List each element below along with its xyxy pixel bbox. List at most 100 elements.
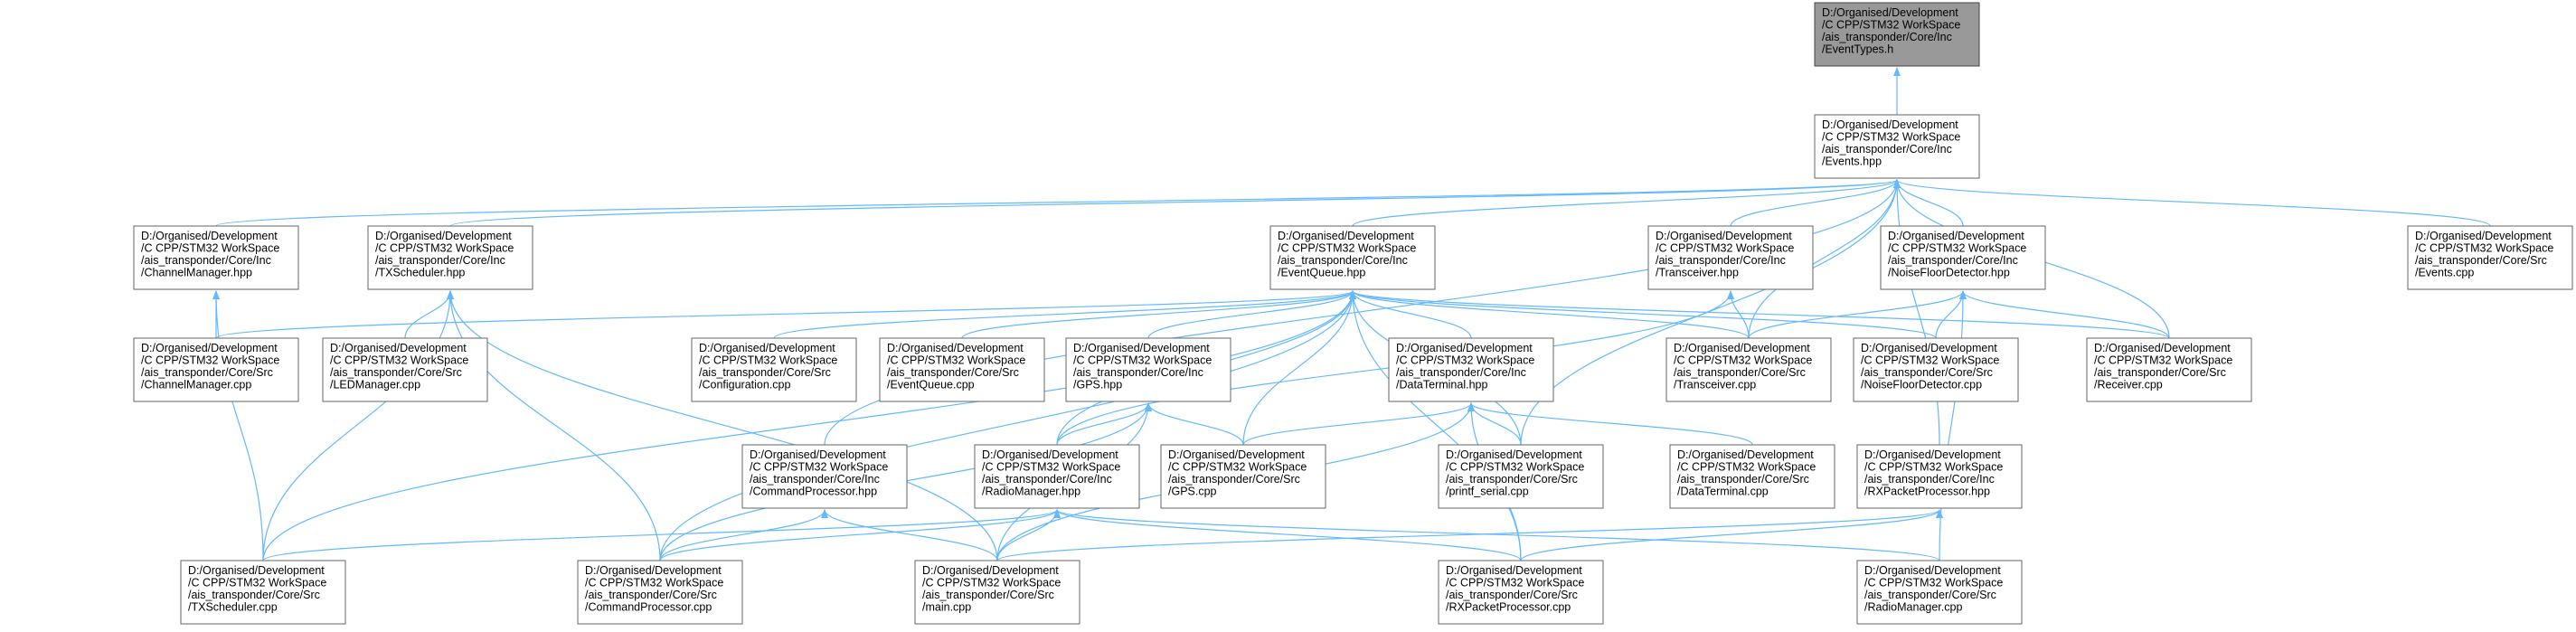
- edge-txscheduler_cpp-to-channelmanager_hpp: [212, 290, 264, 561]
- node-label-line: /C CPP/STM32 WorkSpace: [2094, 354, 2232, 367]
- node-ledmanager_cpp[interactable]: D:/Organised/Development/C CPP/STM32 Wor…: [322, 337, 488, 402]
- edge-transceiver_cpp-to-noisefloordetector_hpp: [1748, 290, 1967, 339]
- node-label-line: /GPS.cpp: [1168, 486, 1217, 498]
- node-label-line: D:/Organised/Development: [699, 342, 835, 354]
- edge-configuration_cpp-to-eventqueue_hpp: [773, 290, 1356, 339]
- node-receiver_cpp[interactable]: D:/Organised/Development/C CPP/STM32 Wor…: [2086, 337, 2252, 402]
- node-label-line: /ais_transponder/Core/Inc: [1888, 254, 2018, 267]
- edge-commandprocessor_cpp-to-commandprocessor_hpp: [659, 509, 828, 561]
- edge-rxpacketprocessor_cpp-to-rxpacketprocessor_hpp: [1520, 509, 1943, 561]
- node-label-line: /ais_transponder/Core/Inc: [1822, 31, 1952, 43]
- node-box: [691, 337, 857, 402]
- node-label-line: /Configuration.cpp: [699, 379, 791, 391]
- edges-layer: [212, 67, 2491, 561]
- node-label-line: /ais_transponder/Core/Src: [699, 366, 831, 379]
- node-transceiver_cpp[interactable]: D:/Organised/Development/C CPP/STM32 Wor…: [1665, 337, 1832, 402]
- edge-noisefloordetector_cpp-to-eventqueue_hpp: [1349, 290, 1937, 339]
- node-label-line: /C CPP/STM32 WorkSpace: [750, 461, 888, 474]
- edge-gps_cpp-to-dataterminal_hpp: [1242, 402, 1475, 446]
- node-box: [322, 337, 488, 402]
- edge-receiver_cpp-to-eventqueue_hpp: [1349, 290, 2170, 339]
- node-label-line: /CommandProcessor.hpp: [750, 486, 877, 498]
- node-box: [2407, 225, 2573, 290]
- node-label-line: D:/Organised/Development: [375, 230, 512, 242]
- node-label-line: /C CPP/STM32 WorkSpace: [1073, 354, 1212, 367]
- node-label-line: /ChannelManager.cpp: [141, 379, 251, 391]
- node-label-line: D:/Organised/Development: [1396, 342, 1533, 354]
- edge-main_cpp-to-rxpacketprocessor_hpp: [996, 509, 1943, 561]
- node-label-line: /C CPP/STM32 WorkSpace: [1656, 242, 1794, 255]
- node-box: [367, 225, 533, 290]
- node-configuration_cpp[interactable]: D:/Organised/Development/C CPP/STM32 Wor…: [691, 337, 857, 402]
- node-printf_serial_cpp[interactable]: D:/Organised/Development/C CPP/STM32 Wor…: [1438, 444, 1604, 509]
- node-label-line: /C CPP/STM32 WorkSpace: [1861, 354, 1999, 367]
- node-label-line: /TXScheduler.hpp: [375, 267, 465, 279]
- node-label-line: /C CPP/STM32 WorkSpace: [1396, 354, 1534, 367]
- node-label-line: /ais_transponder/Core/Inc: [750, 473, 880, 486]
- node-label-line: /printf_serial.cpp: [1446, 486, 1529, 498]
- node-label-line: /Transceiver.hpp: [1656, 267, 1739, 279]
- node-label-line: D:/Organised/Development: [141, 342, 278, 354]
- node-label-line: /C CPP/STM32 WorkSpace: [1822, 19, 1960, 32]
- node-label-line: D:/Organised/Development: [1446, 448, 1582, 461]
- node-rxpacketprocessor_hpp[interactable]: D:/Organised/Development/C CPP/STM32 Wor…: [1856, 444, 2023, 509]
- node-label-line: /C CPP/STM32 WorkSpace: [1864, 461, 2003, 474]
- node-label-line: /CommandProcessor.cpp: [585, 601, 712, 614]
- node-commandprocessor_cpp[interactable]: D:/Organised/Development/C CPP/STM32 Wor…: [577, 560, 743, 625]
- node-label-line: /ais_transponder/Core/Src: [1674, 366, 1806, 379]
- node-main_cpp[interactable]: D:/Organised/Development/C CPP/STM32 Wor…: [914, 560, 1080, 625]
- node-label-line: D:/Organised/Development: [1278, 230, 1414, 242]
- node-label-line: /ais_transponder/Core/Inc: [1656, 254, 1786, 267]
- edge-commandprocessor_cpp-to-eventqueue_hpp: [659, 290, 1356, 561]
- edge-commandprocessor_cpp-to-txscheduler_hpp: [447, 290, 661, 561]
- node-label-line: D:/Organised/Development: [585, 564, 722, 577]
- node-label-line: /ais_transponder/Core/Src: [1446, 589, 1578, 601]
- node-transceiver_hpp[interactable]: D:/Organised/Development/C CPP/STM32 Wor…: [1647, 225, 1814, 290]
- node-label-line: /EventQueue.hpp: [1278, 267, 1365, 279]
- node-commandprocessor_hpp[interactable]: D:/Organised/Development/C CPP/STM32 Wor…: [741, 444, 908, 509]
- edge-receiver_cpp-to-noisefloordetector_hpp: [1959, 290, 2170, 339]
- edge-txscheduler_hpp-to-events_hpp: [449, 179, 1901, 227]
- node-dataterminal_cpp[interactable]: D:/Organised/Development/C CPP/STM32 Wor…: [1669, 444, 1835, 509]
- node-events_cpp[interactable]: D:/Organised/Development/C CPP/STM32 Wor…: [2407, 225, 2573, 290]
- node-label-line: /Transceiver.cpp: [1674, 379, 1756, 391]
- node-eventqueue_hpp[interactable]: D:/Organised/Development/C CPP/STM32 Wor…: [1269, 225, 1436, 290]
- node-box: [741, 444, 908, 509]
- node-box: [1856, 444, 2023, 509]
- node-box: [180, 560, 346, 625]
- node-txscheduler_hpp[interactable]: D:/Organised/Development/C CPP/STM32 Wor…: [367, 225, 533, 290]
- node-box: [1647, 225, 1814, 290]
- edge-transceiver_cpp-to-eventqueue_hpp: [1349, 290, 1750, 339]
- node-label-line: /ais_transponder/Core/Src: [2094, 366, 2226, 379]
- edge-transceiver_cpp-to-events_hpp: [1748, 179, 1901, 339]
- node-noisefloordetector_cpp[interactable]: D:/Organised/Development/C CPP/STM32 Wor…: [1853, 337, 2019, 402]
- node-label-line: /GPS.hpp: [1073, 379, 1122, 391]
- node-rxpacketprocessor_cpp[interactable]: D:/Organised/Development/C CPP/STM32 Wor…: [1438, 560, 1604, 625]
- node-label-line: /C CPP/STM32 WorkSpace: [1168, 461, 1307, 474]
- node-label-line: /main.cpp: [922, 601, 971, 614]
- node-label-line: D:/Organised/Development: [750, 448, 886, 461]
- node-label-line: /ais_transponder/Core/Src: [887, 366, 1019, 379]
- node-label-line: D:/Organised/Development: [188, 564, 325, 577]
- edge-noisefloordetector_cpp-to-noisefloordetector_hpp: [1935, 290, 1967, 339]
- nodes-layer: D:/Organised/Development/C CPP/STM32 Wor…: [133, 2, 2573, 625]
- node-eventqueue_cpp[interactable]: D:/Organised/Development/C CPP/STM32 Wor…: [879, 337, 1045, 402]
- node-channelmanager_hpp[interactable]: D:/Organised/Development/C CPP/STM32 Wor…: [133, 225, 299, 290]
- node-label-line: /ais_transponder/Core/Src: [141, 366, 273, 379]
- node-label-line: /ais_transponder/Core/Inc: [1073, 366, 1203, 379]
- node-events_hpp[interactable]: D:/Organised/Development/C CPP/STM32 Wor…: [1814, 114, 1980, 179]
- node-gps_hpp[interactable]: D:/Organised/Development/C CPP/STM32 Wor…: [1065, 337, 1231, 402]
- node-txscheduler_cpp[interactable]: D:/Organised/Development/C CPP/STM32 Wor…: [180, 560, 346, 625]
- node-radiomanager_cpp[interactable]: D:/Organised/Development/C CPP/STM32 Wor…: [1856, 560, 2023, 625]
- node-gps_cpp[interactable]: D:/Organised/Development/C CPP/STM32 Wor…: [1160, 444, 1326, 509]
- node-label-line: /C CPP/STM32 WorkSpace: [1446, 461, 1584, 474]
- node-noisefloordetector_hpp[interactable]: D:/Organised/Development/C CPP/STM32 Wor…: [1880, 225, 2046, 290]
- node-box: [1065, 337, 1231, 402]
- edge-gps_cpp-to-gps_hpp: [1145, 402, 1244, 446]
- node-label-line: /Events.cpp: [2415, 267, 2474, 279]
- node-box: [1388, 337, 1554, 402]
- node-dataterminal_hpp[interactable]: D:/Organised/Development/C CPP/STM32 Wor…: [1388, 337, 1554, 402]
- node-channelmanager_cpp[interactable]: D:/Organised/Development/C CPP/STM32 Wor…: [133, 337, 299, 402]
- node-radiomanager_hpp[interactable]: D:/Organised/Development/C CPP/STM32 Wor…: [974, 444, 1140, 509]
